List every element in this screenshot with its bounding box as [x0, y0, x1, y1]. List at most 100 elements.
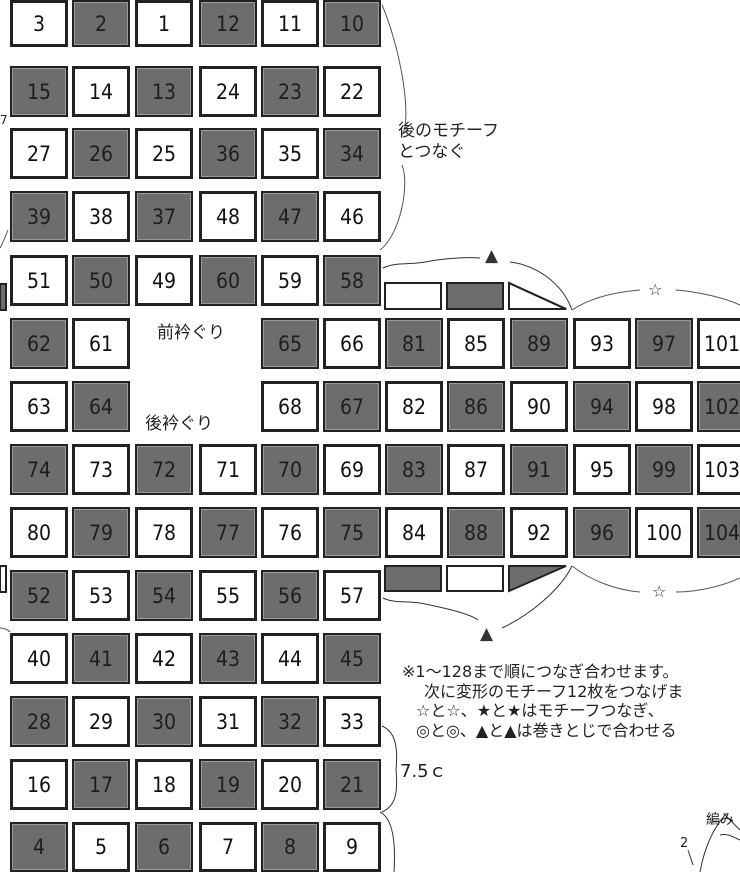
- motif-cell-67: 67: [322, 380, 382, 433]
- motif-cell-6: 6: [134, 821, 194, 872]
- motif-cell-42: 42: [134, 632, 194, 685]
- motif-cell-3: 3: [9, 0, 69, 48]
- motif-cell-78: 78: [134, 506, 194, 559]
- motif-cell-89: 89: [509, 317, 569, 370]
- motif-cell-96: 96: [572, 506, 632, 559]
- step-number: 2: [680, 836, 689, 851]
- motif-cell-32: 32: [260, 695, 320, 748]
- motif-cell-13: 13: [134, 65, 194, 118]
- knit-label: 編み: [706, 812, 734, 828]
- motif-cell-27: 27: [9, 127, 69, 180]
- motif-cell-30: 30: [134, 695, 194, 748]
- motif-cell-58: 58: [322, 254, 382, 307]
- motif-cell-62: 62: [9, 317, 69, 370]
- motif-cell-83: 83: [384, 443, 444, 496]
- motif-cell-18: 18: [134, 758, 194, 811]
- motif-cell-29: 29: [71, 695, 131, 748]
- motif-cell-31: 31: [198, 695, 258, 748]
- motif-cell-82: 82: [384, 380, 444, 433]
- motif-cell-12: 12: [198, 0, 258, 48]
- motif-cell-93: 93: [572, 317, 632, 370]
- motif-cell-37: 37: [134, 190, 194, 243]
- motif-cell-41: 41: [71, 632, 131, 685]
- motif-cell-86: 86: [446, 380, 506, 433]
- triangle-bottom-icon: ▲: [480, 624, 494, 644]
- motif-cell-25: 25: [134, 127, 194, 180]
- motif-cell-80: 80: [9, 506, 69, 559]
- motif-cell-85: 85: [446, 317, 506, 370]
- motif-cell-21: 21: [322, 758, 382, 811]
- motif-cell-69: 69: [322, 443, 382, 496]
- motif-cell-65: 65: [260, 317, 320, 370]
- motif-cell-19: 19: [198, 758, 258, 811]
- motif-cell-40: 40: [9, 632, 69, 685]
- note-line: ☆と☆、★と★はモチーフつなぎ、: [416, 701, 664, 720]
- motif-cell-103: 103: [696, 443, 740, 496]
- motif-cell-63: 63: [9, 380, 69, 433]
- motif-cell-43: 43: [198, 632, 258, 685]
- motif-cell-4: 4: [9, 821, 69, 872]
- motif-cell-8: 8: [260, 821, 320, 872]
- motif-cell-68: 68: [260, 380, 320, 433]
- motif-cell-60: 60: [198, 254, 258, 307]
- motif-cell-57: 57: [322, 569, 382, 622]
- motif-cell-45: 45: [322, 632, 382, 685]
- motif-cell-72: 72: [134, 443, 194, 496]
- motif-cell-28: 28: [9, 695, 69, 748]
- motif-cell-51: 51: [9, 254, 69, 307]
- edge-mark: 7: [0, 113, 8, 127]
- motif-cell-102: 102: [696, 380, 740, 433]
- note-line: 次に変形のモチーフ12枚をつなげま: [424, 681, 684, 701]
- motif-cell-46: 46: [322, 190, 382, 243]
- motif-cell-38: 38: [71, 190, 131, 243]
- size-label: 7.5ｃ: [400, 761, 447, 782]
- motif-cell-11: 11: [260, 0, 320, 48]
- motif-cell-73: 73: [71, 443, 131, 496]
- motif-cell-95: 95: [572, 443, 632, 496]
- motif-cell-17: 17: [71, 758, 131, 811]
- motif-cell-1: 1: [134, 0, 194, 48]
- motif-cell-9: 9: [322, 821, 382, 872]
- motif-cell-76: 76: [260, 506, 320, 559]
- motif-cell-75: 75: [322, 506, 382, 559]
- motif-cell-24: 24: [198, 65, 258, 118]
- motif-cell-33: 33: [322, 695, 382, 748]
- motif-cell-34: 34: [322, 127, 382, 180]
- motif-cell-36: 36: [198, 127, 258, 180]
- motif-cell-92: 92: [509, 506, 569, 559]
- motif-cell-54: 54: [134, 569, 194, 622]
- star-bottom-icon: ☆: [652, 582, 667, 601]
- motif-cell-71: 71: [198, 443, 258, 496]
- motif-cell-90: 90: [509, 380, 569, 433]
- motif-cell-7: 7: [198, 821, 258, 872]
- motif-cell-55: 55: [198, 569, 258, 622]
- motif-cell-56: 56: [260, 569, 320, 622]
- motif-cell-23: 23: [260, 65, 320, 118]
- motif-cell-97: 97: [634, 317, 694, 370]
- motif-cell-50: 50: [71, 254, 131, 307]
- motif-cell-48: 48: [198, 190, 258, 243]
- star-top-icon: ☆: [648, 280, 663, 299]
- motif-cell-44: 44: [260, 632, 320, 685]
- motif-cell-53: 53: [71, 569, 131, 622]
- back-neckline-label: 後衿ぐり: [145, 414, 213, 434]
- motif-cell-77: 77: [198, 506, 258, 559]
- assembly-notes: ※1〜128まで順につなぎ合わせます。 次に変形のモチーフ12枚をつなげま ☆と…: [402, 662, 683, 740]
- note-line: ※1〜128まで順につなぎ合わせます。: [402, 662, 679, 681]
- motif-cell-88: 88: [446, 506, 506, 559]
- motif-cell-39: 39: [9, 190, 69, 243]
- motif-cell-70: 70: [260, 443, 320, 496]
- motif-cell-81: 81: [384, 317, 444, 370]
- motif-cell-35: 35: [260, 127, 320, 180]
- motif-cell-61: 61: [71, 317, 131, 370]
- motif-cell-14: 14: [71, 65, 131, 118]
- motif-cell-99: 99: [634, 443, 694, 496]
- front-neckline-label: 前衿ぐり: [157, 323, 225, 343]
- triangle-top-icon: ▲: [485, 246, 499, 266]
- motif-cell-79: 79: [71, 506, 131, 559]
- motif-cell-91: 91: [509, 443, 569, 496]
- motif-cell-94: 94: [572, 380, 632, 433]
- motif-cell-66: 66: [322, 317, 382, 370]
